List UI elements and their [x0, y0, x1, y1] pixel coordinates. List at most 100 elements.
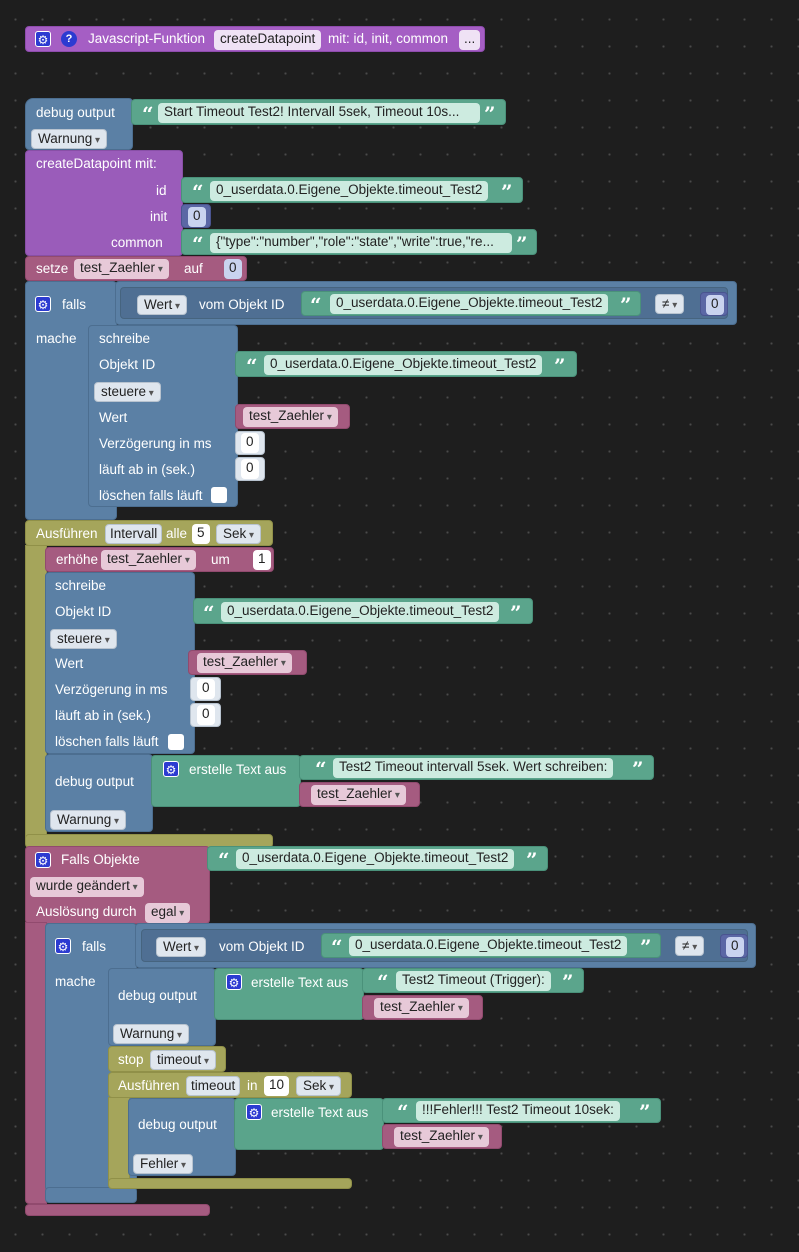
compare-value-field[interactable]: 0: [706, 295, 724, 315]
text-field[interactable]: Start Timeout Test2! Intervall 5sek, Tim…: [158, 103, 480, 123]
set-variable-block[interactable]: setze test_Zaehler auf 0: [25, 256, 247, 281]
operator-dropdown[interactable]: ≠: [675, 936, 705, 956]
object-id-field[interactable]: 0_userdata.0.Eigene_Objekte.timeout_Test…: [330, 294, 609, 314]
gear-icon[interactable]: ⚙: [55, 938, 71, 954]
increment-value-field[interactable]: 1: [253, 550, 271, 570]
object-string-block[interactable]: “ 0_userdata.0.Eigene_Objekte.timeout_Te…: [207, 846, 548, 871]
create-text-block[interactable]: ⚙ erstelle Text aus: [214, 968, 364, 1020]
variable-dropdown[interactable]: test_Zaehler: [394, 1127, 489, 1147]
trigger-block[interactable]: ⚙ Falls Objekte wurde geändert Auslösung…: [25, 846, 210, 924]
text-field[interactable]: !!!Fehler!!! Test2 Timeout 10sek:: [416, 1101, 620, 1121]
text-string-block[interactable]: “ Start Timeout Test2! Intervall 5sek, T…: [131, 99, 506, 125]
init-number-block[interactable]: 0: [181, 204, 211, 228]
expire-value-field[interactable]: 0: [197, 705, 215, 725]
stop-timeout-block[interactable]: stop timeout: [108, 1046, 226, 1072]
help-icon[interactable]: ?: [61, 31, 77, 47]
value-type-dropdown[interactable]: Wert: [156, 937, 207, 957]
variable-get-block[interactable]: test_Zaehler: [235, 404, 350, 429]
object-string-block[interactable]: “ 0_userdata.0.Eigene_Objekte.timeout_Te…: [193, 598, 533, 624]
delay-number-block[interactable]: 0: [235, 431, 265, 455]
increment-block[interactable]: erhöhe test_Zaehler um 1: [45, 547, 274, 572]
object-id-field[interactable]: 0_userdata.0.Eigene_Objekte.timeout_Test…: [349, 936, 628, 956]
compare-value-field[interactable]: 0: [726, 937, 744, 957]
trigger-source-dropdown[interactable]: egal: [145, 903, 191, 923]
gear-icon[interactable]: ⚙: [35, 852, 51, 868]
interval-name-field[interactable]: Intervall: [105, 524, 163, 544]
object-id-field[interactable]: 0_userdata.0.Eigene_Objekte.timeout_Test…: [221, 602, 500, 622]
init-number-field[interactable]: 0: [188, 207, 206, 227]
trigger-condition-dropdown[interactable]: wurde geändert: [30, 877, 144, 897]
text-string-block[interactable]: “ Test2 Timeout intervall 5sek. Wert sch…: [299, 755, 654, 780]
text-field[interactable]: Test2 Timeout (Trigger):: [396, 971, 551, 991]
operator-dropdown[interactable]: ≠: [655, 294, 685, 314]
id-string-block[interactable]: “ 0_userdata.0.Eigene_Objekte.timeout_Te…: [181, 177, 523, 203]
variable-dropdown[interactable]: test_Zaehler: [197, 653, 292, 673]
common-string-block[interactable]: “ {"type":"number","role":"state","write…: [181, 229, 537, 255]
log-level-dropdown[interactable]: Warnung: [50, 810, 127, 830]
variable-dropdown[interactable]: test_Zaehler: [374, 998, 469, 1018]
gear-icon[interactable]: ⚙: [226, 974, 242, 990]
clear-running-checkbox[interactable]: [168, 734, 184, 750]
interval-block[interactable]: Ausführen Intervall alle 5 Sek: [25, 520, 273, 546]
debug-output-block[interactable]: debug output Warnung: [25, 98, 133, 150]
debug-output-block[interactable]: debug output Fehler: [128, 1098, 236, 1176]
text-field[interactable]: Test2 Timeout intervall 5sek. Wert schre…: [333, 758, 614, 778]
delay-value-field[interactable]: 0: [241, 433, 259, 453]
gear-icon[interactable]: ⚙: [163, 761, 179, 777]
variable-get-block[interactable]: test_Zaehler: [299, 782, 420, 807]
write-mode-dropdown[interactable]: steuere: [94, 382, 161, 402]
set-value-field[interactable]: 0: [224, 259, 242, 279]
timer-name-dropdown[interactable]: timeout: [150, 1050, 217, 1070]
log-level-dropdown[interactable]: Warnung: [31, 129, 108, 149]
vom-objekt-label: vom Objekt ID: [219, 939, 305, 954]
log-level-dropdown[interactable]: Warnung: [113, 1024, 190, 1044]
object-string-block[interactable]: “ 0_userdata.0.Eigene_Objekte.timeout_Te…: [301, 291, 641, 316]
create-text-block[interactable]: ⚙ erstelle Text aus: [151, 755, 301, 807]
timeout-block[interactable]: Ausführen timeout in 10 Sek: [108, 1072, 352, 1098]
gear-icon[interactable]: ⚙: [246, 1104, 262, 1120]
log-level-dropdown[interactable]: Fehler: [133, 1154, 194, 1174]
variable-get-block[interactable]: test_Zaehler: [188, 650, 307, 675]
variable-get-block[interactable]: test_Zaehler: [382, 1124, 502, 1149]
object-id-field[interactable]: 0_userdata.0.Eigene_Objekte.timeout_Test…: [236, 849, 515, 869]
delay-number-block[interactable]: 0: [190, 677, 221, 701]
variable-dropdown[interactable]: test_Zaehler: [101, 550, 196, 570]
ausloesung-label: Auslösung durch: [36, 904, 137, 919]
gear-icon[interactable]: ⚙: [35, 31, 51, 47]
clear-running-checkbox[interactable]: [211, 487, 227, 503]
object-string-block[interactable]: “ 0_userdata.0.Eigene_Objekte.timeout_Te…: [235, 351, 577, 377]
timeout-unit-dropdown[interactable]: Sek: [296, 1076, 342, 1096]
expire-value-field[interactable]: 0: [241, 459, 259, 479]
function-definition-block[interactable]: ⚙ ? Javascript-Funktion createDatapoint …: [25, 26, 485, 52]
compare-number-block[interactable]: 0: [700, 292, 728, 316]
expire-number-block[interactable]: 0: [235, 457, 265, 481]
variable-dropdown[interactable]: test_Zaehler: [243, 407, 338, 427]
expire-number-block[interactable]: 0: [190, 703, 221, 727]
write-state-block[interactable]: schreibe Objekt ID steuere Wert Verzöger…: [45, 572, 195, 754]
variable-dropdown[interactable]: test_Zaehler: [74, 259, 169, 279]
variable-dropdown[interactable]: test_Zaehler: [311, 785, 406, 805]
text-string-block[interactable]: “ Test2 Timeout (Trigger): ”: [362, 968, 584, 993]
variable-get-block[interactable]: test_Zaehler: [362, 995, 483, 1020]
timeout-value-field[interactable]: 10: [264, 1076, 290, 1096]
object-string-block[interactable]: “ 0_userdata.0.Eigene_Objekte.timeout_Te…: [321, 933, 661, 958]
function-more-button[interactable]: ...: [459, 30, 481, 50]
interval-value-field[interactable]: 5: [192, 524, 210, 544]
function-name-field[interactable]: createDatapoint: [214, 30, 322, 50]
gear-icon[interactable]: ⚙: [35, 296, 51, 312]
text-string-block[interactable]: “ !!!Fehler!!! Test2 Timeout 10sek: ”: [382, 1098, 661, 1123]
timeout-name-field[interactable]: timeout: [186, 1076, 241, 1096]
interval-unit-dropdown[interactable]: Sek: [216, 524, 262, 544]
create-text-block[interactable]: ⚙ erstelle Text aus: [234, 1098, 384, 1150]
id-text-field[interactable]: 0_userdata.0.Eigene_Objekte.timeout_Test…: [210, 181, 489, 201]
write-state-block[interactable]: schreibe Objekt ID steuere Wert Verzöger…: [88, 325, 238, 507]
write-mode-dropdown[interactable]: steuere: [50, 629, 117, 649]
debug-output-block[interactable]: debug output Warnung: [45, 754, 153, 832]
common-text-field[interactable]: {"type":"number","role":"state","write":…: [210, 233, 512, 253]
object-id-field[interactable]: 0_userdata.0.Eigene_Objekte.timeout_Test…: [264, 355, 543, 375]
debug-output-block[interactable]: debug output Warnung: [108, 968, 216, 1046]
value-type-dropdown[interactable]: Wert: [137, 295, 188, 315]
delay-value-field[interactable]: 0: [197, 679, 215, 699]
create-datapoint-call-block[interactable]: createDatapoint mit: id init common: [25, 150, 183, 256]
compare-number-block[interactable]: 0: [720, 934, 748, 958]
